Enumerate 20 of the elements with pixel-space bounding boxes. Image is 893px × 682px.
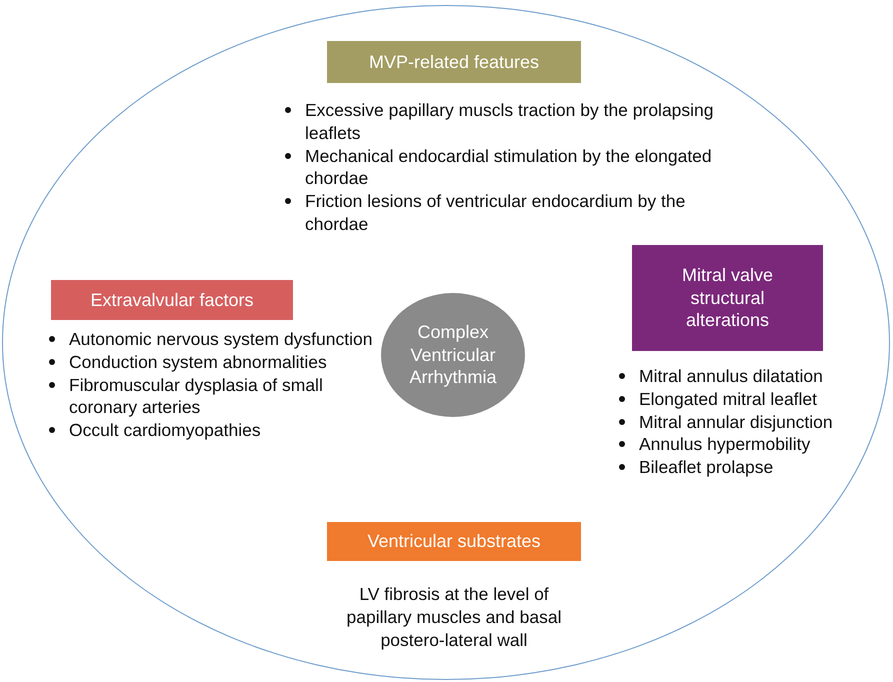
category-title: Ventricular substrates <box>366 530 542 553</box>
bullet-item: Bileaflet prolapse <box>617 456 879 479</box>
bullet-item: Mitral annular disjunction <box>617 410 879 434</box>
category-title: Mitral valve structural alterations <box>680 264 774 332</box>
category-box <box>327 41 581 83</box>
bullet-item: Mechanical endocardial stimulation by the elongated chordae <box>283 144 723 190</box>
category-box <box>632 245 823 351</box>
bullet-item: Occult cardiomyopathies <box>47 419 392 442</box>
category-box <box>51 280 293 320</box>
description-text: LV fibrosis at the level of papillary muscles and basal postero-lateral wall <box>346 583 562 652</box>
category-box <box>327 522 581 561</box>
bullet-item: Friction lesions of ventricular endocardium by the chordae <box>283 190 723 236</box>
category-title: Extravalvular factors <box>89 288 255 312</box>
bullet-item: Annulus hypermobility <box>617 433 879 456</box>
outer-ellipse <box>2 5 890 680</box>
category-title: MVP-related features <box>368 50 540 74</box>
bullet-item: Excessive papillary muscls traction by the prolapsing leaflets <box>283 99 723 144</box>
bullet-item: Elongated mitral leaflet <box>617 388 879 410</box>
center-label: Complex Ventricular Arrhythmia <box>408 321 498 389</box>
bullet-item: Mitral annulus dilatation <box>617 365 879 388</box>
